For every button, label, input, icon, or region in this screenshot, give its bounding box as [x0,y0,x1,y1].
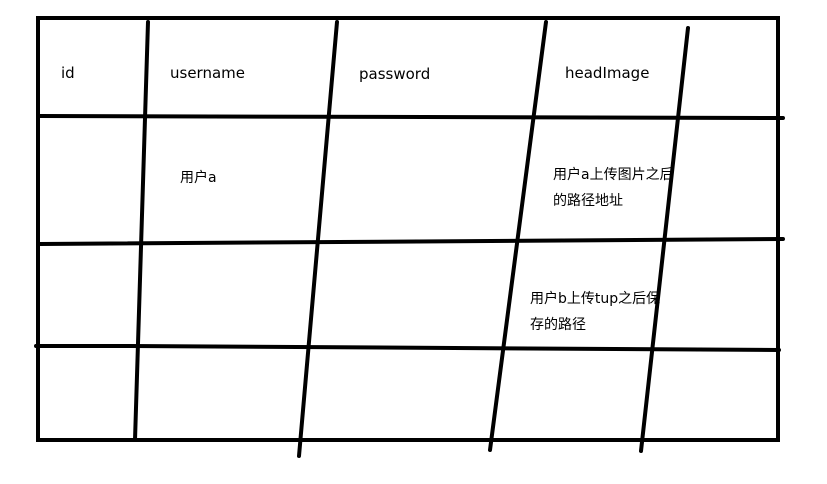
row-divider [38,237,785,246]
row1-headimage-line2: 的路径地址 [553,193,623,209]
column-divider [297,20,339,458]
column-divider [488,20,548,452]
header-password: password [359,65,431,83]
column-divider [639,26,690,453]
row-divider [34,344,781,352]
row1-username: 用户a [180,170,217,186]
table-border [36,16,780,442]
row2-headimage-line1: 用户b上传tup之后保 [530,291,661,307]
header-headimage: headImage [565,64,650,82]
row2-headimage-line2: 存的路径 [530,317,586,333]
row-divider [38,114,785,120]
header-username: username [170,64,245,82]
row1-headimage-line1: 用户a上传图片之后 [553,167,674,183]
column-divider [133,20,150,442]
header-id: id [61,64,75,82]
